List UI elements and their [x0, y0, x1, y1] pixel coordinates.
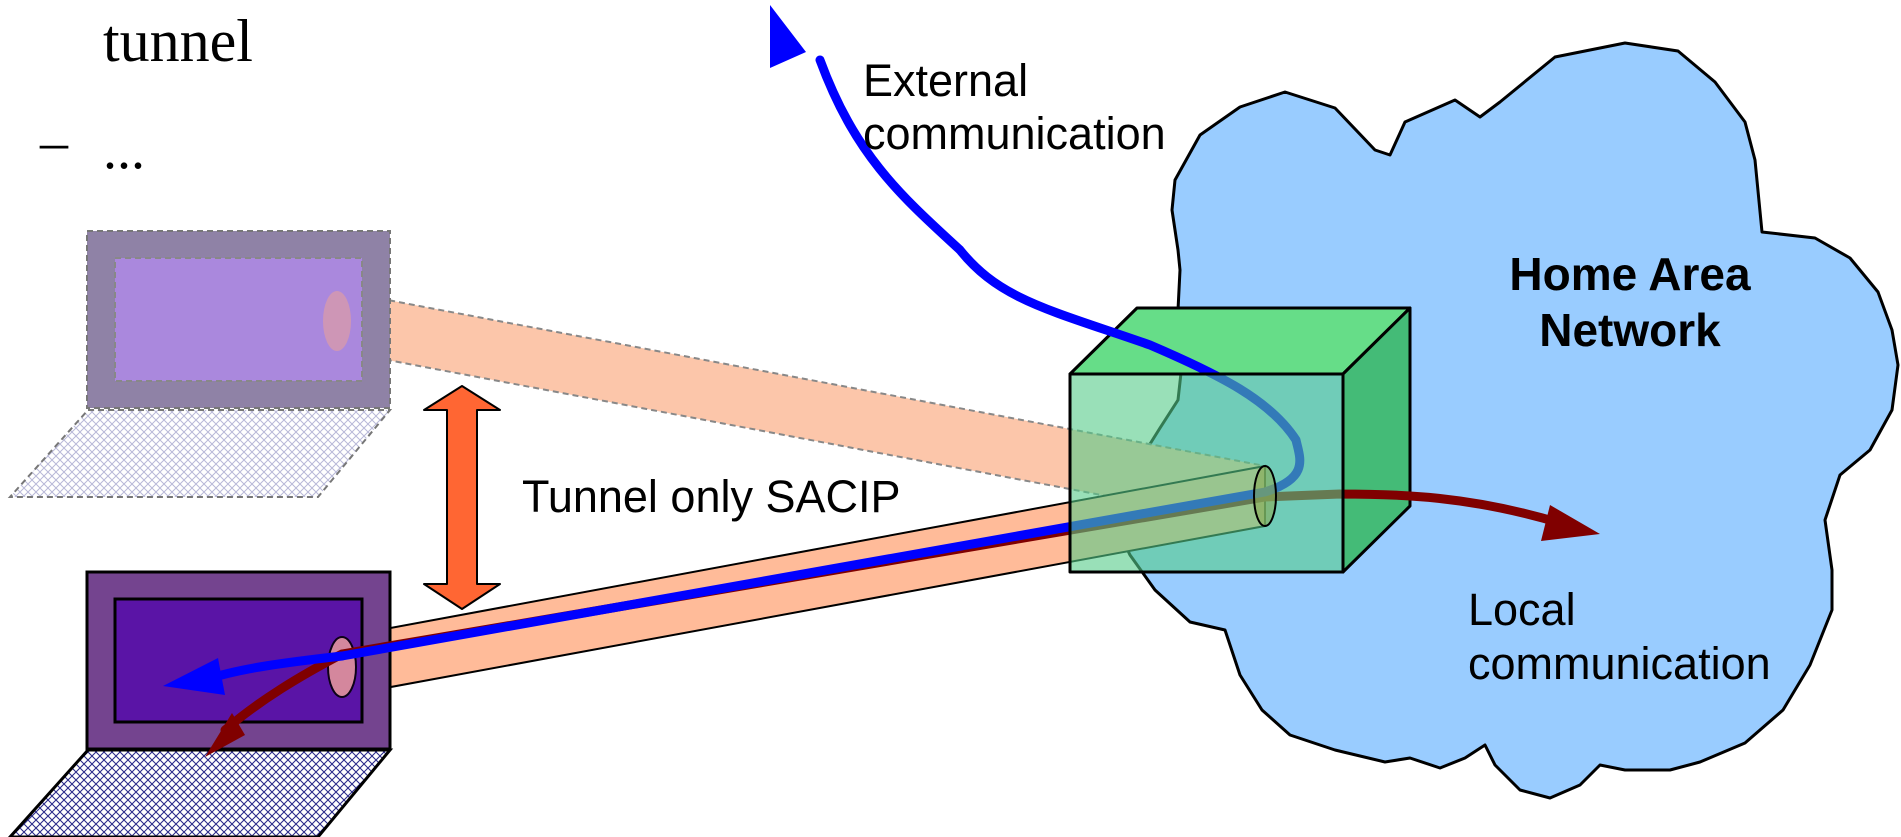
gateway-box-back [1068, 306, 1412, 574]
laptop-active-keyboard [7, 748, 394, 837]
external-arrowhead-top [770, 5, 806, 68]
label-local-line1: Local [1468, 584, 1576, 635]
double-headed-arrow [423, 385, 501, 610]
laptop-ghost-keyboard [7, 409, 393, 498]
laptop-ghost-screen [114, 257, 363, 382]
slide-text-tunnel: tunnel [103, 8, 253, 74]
bullet-dash: – [39, 111, 69, 173]
label-tunnel-only: Tunnel only SACIP [522, 471, 901, 522]
laptop-ghost [7, 230, 393, 498]
gateway-box-front [1068, 372, 1345, 574]
label-home-area-line1: Home Area [1509, 248, 1751, 300]
label-local-line2: communication [1468, 638, 1771, 689]
label-home-area-line2: Network [1539, 304, 1721, 356]
tunnel-end-ring [1253, 465, 1277, 527]
label-external-line1: External [863, 55, 1028, 106]
bullet-ellipsis: ... [103, 119, 145, 181]
tunnel-mouth [327, 636, 357, 698]
laptop-active [7, 570, 394, 837]
external-arrowhead-left [163, 658, 225, 695]
local-arrowhead-right [1541, 505, 1600, 541]
local-arrowhead-left [205, 713, 245, 757]
label-external-line2: communication [863, 108, 1166, 159]
